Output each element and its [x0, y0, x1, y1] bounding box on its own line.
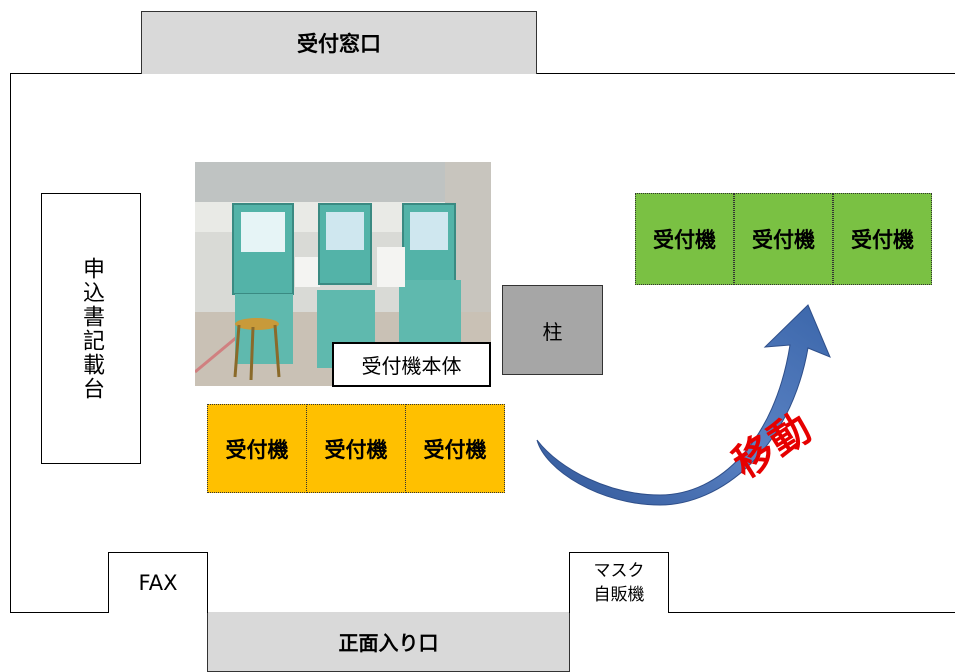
- reception-machine-new-2: 受付機: [734, 193, 833, 285]
- vending-label-line2: 自販機: [593, 585, 645, 605]
- front-entrance-label: 正面入り口: [338, 631, 439, 655]
- fax-label: FAX: [138, 571, 178, 595]
- pillar-label: 柱: [542, 319, 563, 344]
- reception-machine-new-1: 受付機: [635, 193, 734, 285]
- pillar: 柱: [502, 285, 603, 375]
- reception-machine-current-2: 受付機: [306, 404, 406, 493]
- fax-machine: FAX: [108, 552, 208, 613]
- reception-machine-current-3: 受付機: [405, 404, 505, 493]
- reception-machine-label: 受付機: [653, 228, 716, 252]
- photo-caption: 受付機本体: [332, 342, 491, 387]
- reception-machine-label: 受付機: [225, 437, 289, 462]
- vending-label-line1: マスク: [593, 561, 645, 581]
- photo-caption-text: 受付機本体: [361, 354, 462, 378]
- front-entrance: 正面入り口: [207, 612, 570, 672]
- application-form-desk: 申込書記載台: [41, 193, 141, 464]
- reception-machine-label: 受付機: [423, 437, 487, 462]
- reception-counter: 受付窓口: [141, 11, 537, 74]
- curved-arrow-icon: [536, 304, 831, 506]
- reception-machine-new-3: 受付機: [833, 193, 932, 285]
- application-form-desk-label: 申込書記載台: [79, 256, 104, 401]
- reception-machine-label: 受付機: [752, 228, 815, 252]
- reception-machine-label: 受付機: [851, 228, 914, 252]
- reception-machine-current-1: 受付機: [207, 404, 307, 493]
- reception-counter-label: 受付窓口: [297, 32, 381, 56]
- mask-vending-machine: マスク 自販機: [569, 552, 669, 613]
- reception-machine-label: 受付機: [324, 437, 388, 462]
